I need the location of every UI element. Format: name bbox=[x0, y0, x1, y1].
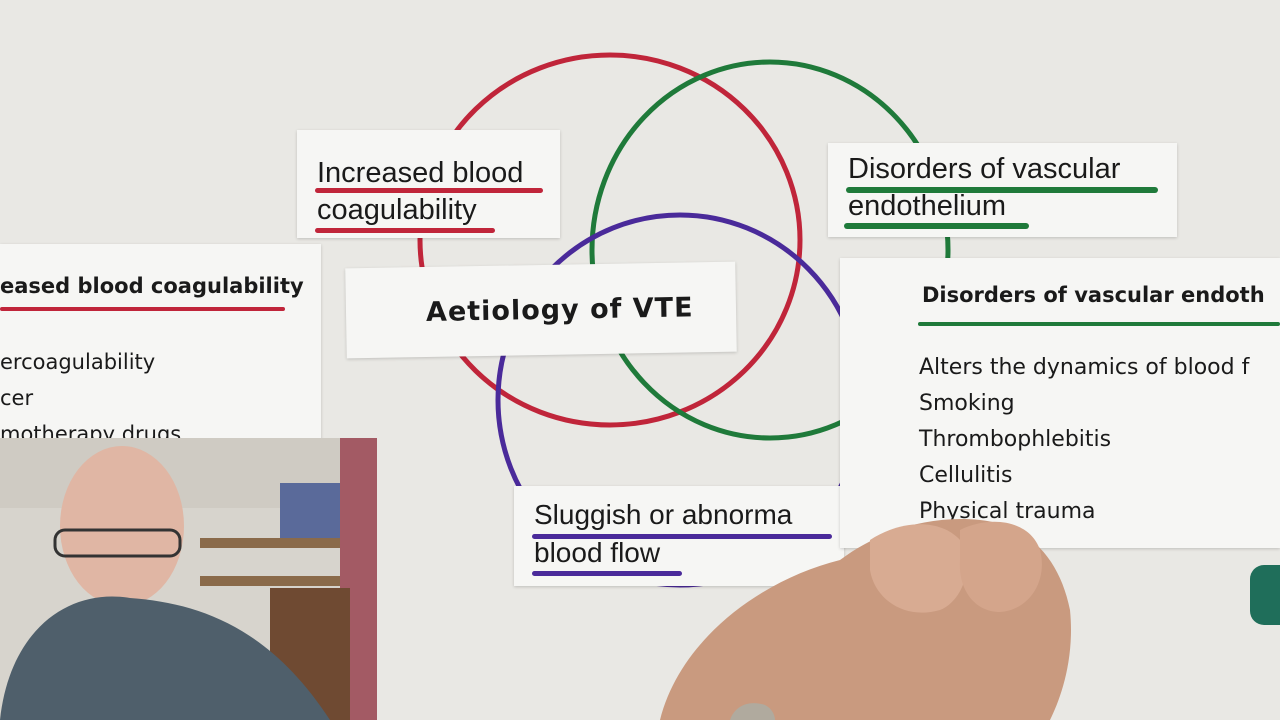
pen-icon bbox=[1250, 565, 1280, 625]
webcam-inset bbox=[0, 438, 377, 720]
underline bbox=[844, 223, 1029, 229]
left-card-list: ercoagulability cer motherapy drugs bbox=[0, 344, 181, 452]
left-card-heading: eased blood coagulability bbox=[0, 274, 304, 298]
right-card-heading: Disorders of vascular endoth bbox=[922, 283, 1265, 307]
webcam-image bbox=[0, 438, 377, 720]
left-notes-card: eased blood coagulability ercoagulabilit… bbox=[0, 244, 321, 446]
blood-flow-label-card: Sluggish or abnorma blood flow bbox=[514, 486, 844, 586]
coagulability-label-line1: Increased blood bbox=[317, 157, 524, 189]
underline bbox=[846, 187, 1158, 193]
underline bbox=[315, 188, 543, 193]
heading-underline bbox=[0, 307, 285, 311]
endothelium-label-card: Disorders of vascular endothelium bbox=[828, 143, 1177, 237]
list-item: Alters the dynamics of blood f bbox=[919, 355, 1250, 380]
coagulability-circle bbox=[417, 52, 803, 428]
list-item: cer bbox=[0, 386, 34, 410]
blood-flow-label-line2: blood flow bbox=[534, 537, 661, 568]
underline bbox=[532, 571, 682, 576]
underline bbox=[315, 228, 495, 233]
endothelium-label-line2: endothelium bbox=[848, 190, 1006, 222]
right-card-list: Alters the dynamics of blood f Smoking T… bbox=[919, 350, 1249, 530]
coagulability-label-card: Increased blood coagulability bbox=[297, 130, 560, 238]
list-item: Thrombophlebitis bbox=[919, 427, 1112, 452]
list-item: ercoagulability bbox=[0, 350, 156, 374]
endothelium-circle bbox=[589, 59, 951, 441]
coagulability-label-line2: coagulability bbox=[317, 194, 477, 226]
endothelium-label-line1: Disorders of vascular bbox=[848, 153, 1121, 185]
blood-flow-label-line1: Sluggish or abnorma bbox=[534, 499, 793, 530]
right-notes-card: Disorders of vascular endoth Alters the … bbox=[840, 258, 1280, 548]
underline bbox=[532, 534, 832, 539]
list-item: Smoking bbox=[919, 391, 1015, 416]
heading-underline bbox=[918, 322, 1280, 326]
list-item: Cellulitis bbox=[919, 463, 1013, 488]
